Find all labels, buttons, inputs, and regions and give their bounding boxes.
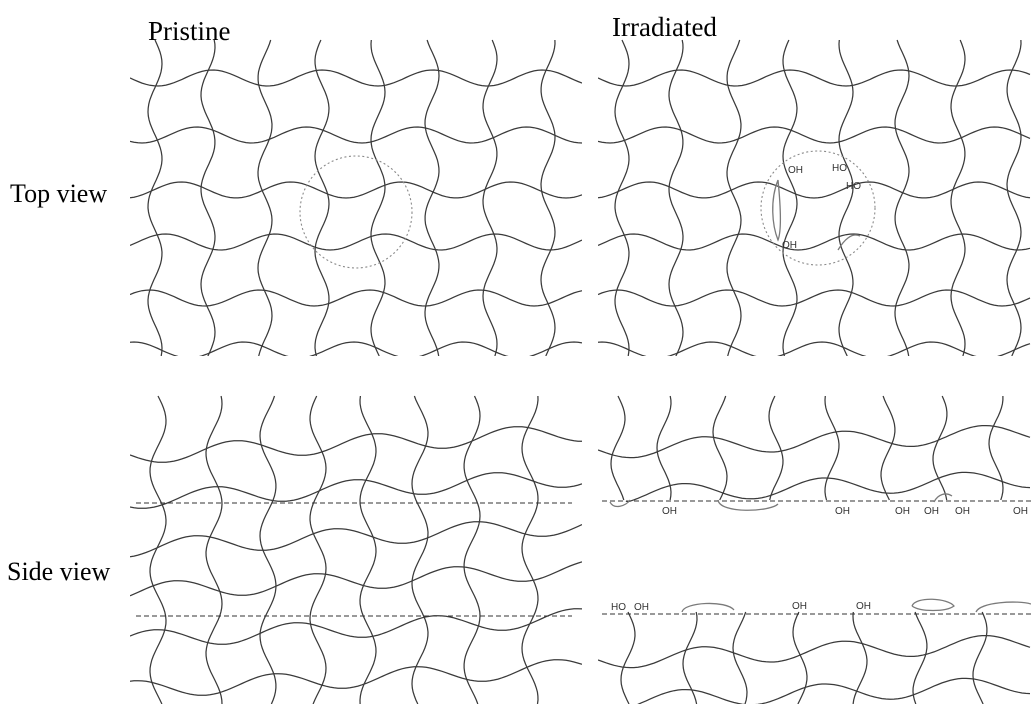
oh-group-label: OH [634, 602, 649, 613]
ho-group-label: HO [832, 163, 847, 174]
mesh-vertical-line [895, 40, 909, 356]
mesh-horizontal-line [130, 70, 582, 86]
irradiated-upper-sheet-mesh [598, 396, 1030, 504]
mesh-horizontal-line [598, 290, 1030, 306]
mesh-vertical-line [464, 396, 480, 704]
mesh-vertical-line [881, 396, 895, 500]
mesh-horizontal-line [598, 182, 1030, 198]
hole-edge-defect [773, 180, 781, 240]
side-view-label: Side view [7, 557, 110, 586]
ho-group-label: HO [611, 602, 626, 613]
oh-group-label: OH [955, 506, 970, 517]
mesh-vertical-line [310, 396, 326, 704]
mesh-vertical-line [541, 40, 555, 356]
mesh-horizontal-line [598, 127, 1030, 143]
oh-group-label: OH [662, 506, 677, 517]
edge-defect [912, 599, 954, 610]
mesh-horizontal-line [130, 522, 582, 557]
mesh-vertical-line [783, 40, 797, 356]
pristine-highlight-circle [300, 156, 412, 268]
oh-group-label: OH [895, 506, 910, 517]
mesh-vertical-line [1007, 40, 1021, 356]
irradiated-top-mesh [598, 40, 1030, 358]
mesh-horizontal-line [130, 234, 582, 250]
mesh-vertical-line [769, 396, 783, 500]
pristine-top-mesh [130, 40, 582, 358]
irradiated-lower-sheet-mesh [598, 612, 1030, 704]
mesh-vertical-line [483, 40, 497, 356]
mesh-vertical-line [951, 40, 965, 356]
pristine-side-mesh [130, 396, 582, 704]
mesh-horizontal-line [130, 427, 582, 463]
oh-group-label: OH [792, 601, 807, 612]
mesh-horizontal-line [130, 562, 582, 596]
mesh-horizontal-line [130, 342, 582, 358]
mesh-vertical-line [615, 40, 629, 356]
mesh-vertical-line [206, 396, 222, 704]
pristine-heading: Pristine [148, 16, 231, 46]
mesh-vertical-line [425, 40, 439, 356]
mesh-vertical-line [989, 396, 1003, 500]
mesh-vertical-line [522, 396, 538, 704]
mesh-vertical-line [621, 612, 635, 704]
edge-defect [682, 603, 734, 612]
mesh-vertical-line [973, 612, 987, 704]
mesh-horizontal-line [130, 127, 582, 143]
mesh-vertical-line [657, 396, 671, 500]
oh-group-label: OH [924, 506, 939, 517]
mesh-vertical-line [611, 396, 625, 500]
mesh-horizontal-line [130, 290, 582, 306]
mesh-vertical-line [733, 612, 747, 704]
mesh-horizontal-line [598, 70, 1030, 86]
mesh-vertical-line [825, 396, 839, 500]
mesh-horizontal-line [130, 660, 582, 696]
mesh-horizontal-line [598, 678, 1030, 704]
oh-group-label: OH [782, 240, 797, 251]
mesh-vertical-line [839, 40, 853, 356]
mesh-vertical-line [793, 612, 807, 704]
mesh-vertical-line [371, 40, 385, 356]
mesh-vertical-line [933, 396, 947, 500]
mesh-vertical-line [148, 40, 162, 356]
top-view-label: Top view [10, 179, 107, 208]
irradiated-hole-circle [761, 151, 875, 265]
mesh-horizontal-line [130, 609, 582, 645]
mesh-vertical-line [360, 396, 376, 704]
mesh-vertical-line [669, 40, 683, 356]
mesh-vertical-line [258, 40, 272, 356]
mesh-horizontal-line [598, 636, 1030, 668]
ho-group-label: HO [846, 181, 861, 192]
mesh-vertical-line [315, 40, 329, 356]
mesh-vertical-line [727, 40, 741, 356]
edge-defect [976, 602, 1031, 612]
oh-group-label: OH [835, 506, 850, 517]
oh-group-label: OH [856, 601, 871, 612]
mesh-horizontal-line [130, 182, 582, 198]
mesh-vertical-line [201, 40, 215, 356]
mesh-horizontal-line [598, 426, 1030, 458]
mesh-vertical-line [713, 396, 727, 500]
oh-group-label: OH [1013, 506, 1028, 517]
mesh-horizontal-line [598, 472, 1030, 504]
irradiated-heading: Irradiated [612, 12, 717, 42]
oh-group-label: OH [788, 165, 803, 176]
